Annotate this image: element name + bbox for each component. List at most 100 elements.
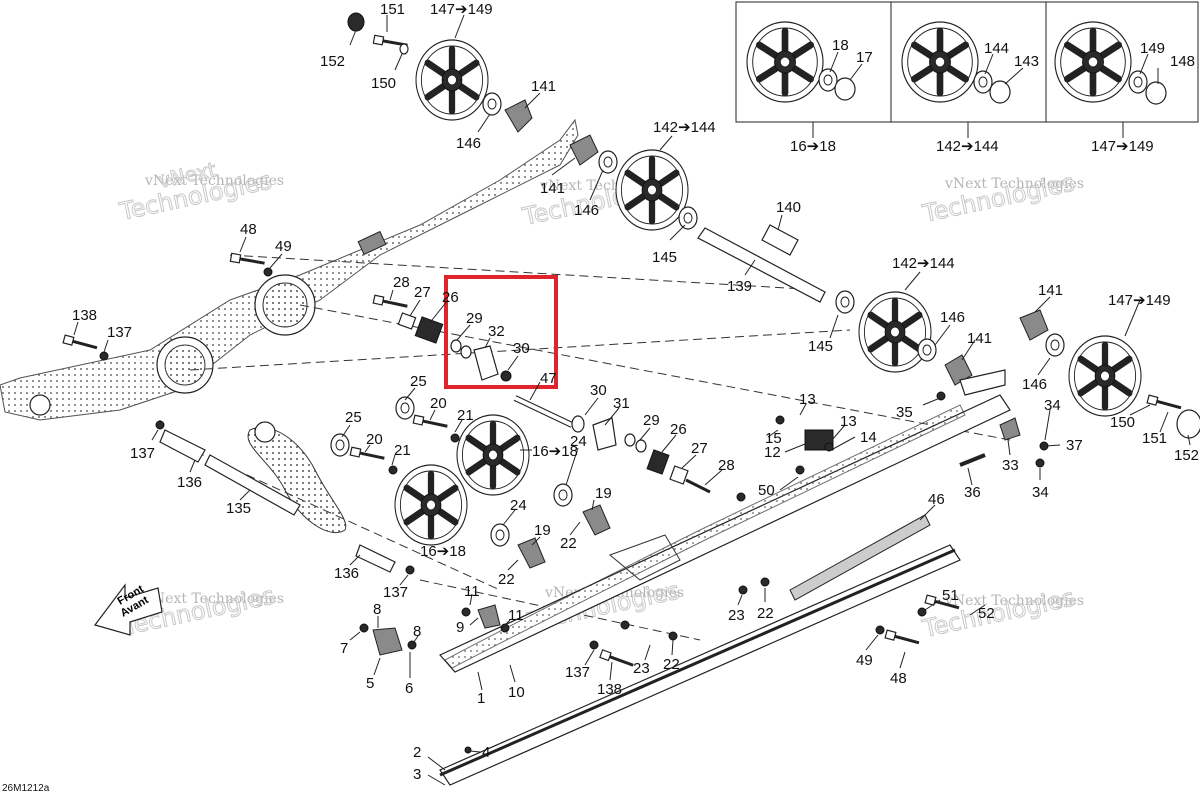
callout-label: 18 xyxy=(832,37,849,54)
slide-rails xyxy=(439,369,1021,786)
callout-label: 137 xyxy=(565,664,590,681)
callout-label: 3 xyxy=(413,766,421,783)
callout-label: 152 xyxy=(320,53,345,70)
leader-lines xyxy=(73,14,1191,786)
fastener-group-upper-left xyxy=(61,12,444,361)
rear-axle xyxy=(697,224,826,303)
callout-label: 150 xyxy=(371,75,396,92)
callout-label: 144 xyxy=(984,40,1009,57)
callout-label: 28 xyxy=(393,274,410,291)
callout-label: 25 xyxy=(410,373,427,390)
callout-label: 152 xyxy=(1174,447,1199,464)
callout-label: 30 xyxy=(590,382,607,399)
callout-label: 11 xyxy=(464,583,480,600)
callout-label: 19 xyxy=(534,522,551,539)
callout-label: 146 xyxy=(940,309,965,326)
inset-label: 142➔144 xyxy=(936,138,999,155)
callout-label: 20 xyxy=(366,431,383,448)
callout-label: 1 xyxy=(477,690,485,707)
callout-label: 29 xyxy=(643,412,660,429)
callout-label: 146 xyxy=(574,202,599,219)
callout-label: 142➔144 xyxy=(892,255,955,272)
inset-label: 16➔18 xyxy=(790,138,836,155)
callout-label: 2 xyxy=(413,744,421,761)
callout-label: 151 xyxy=(380,1,405,18)
callout-label: 139 xyxy=(727,278,752,295)
callout-label: 15 xyxy=(765,430,782,447)
callout-label: 37 xyxy=(1066,437,1083,454)
wheel-detail-inset: 18 17 144 143 149 148 16➔18 142➔144 147➔… xyxy=(735,1,1199,155)
callout-label: 145 xyxy=(652,249,677,266)
callout-label: 16➔18 xyxy=(532,443,578,460)
callout-label: 27 xyxy=(414,284,431,301)
callout-label: 6 xyxy=(405,680,413,697)
callout-label: 5 xyxy=(366,675,374,692)
watermark-text: vNext Technologies xyxy=(944,176,1084,192)
small-parts-lower xyxy=(359,393,1184,754)
callout-label: 23 xyxy=(728,607,745,624)
callout-label: 135 xyxy=(226,500,251,517)
watermark-text: vNext Technologies xyxy=(144,591,284,607)
callout-label: 147➔149 xyxy=(1108,292,1171,309)
upper-idler-wheels xyxy=(416,40,1200,439)
callout-label: 20 xyxy=(430,395,447,412)
callout-label: 17 xyxy=(856,49,873,66)
watermark-text: vNext Technologies xyxy=(944,593,1084,609)
rear-arm xyxy=(0,118,579,421)
highlight-box xyxy=(444,275,558,389)
diagram-code: 26M1212a xyxy=(2,783,50,793)
callout-label: 22 xyxy=(560,535,577,552)
callout-label: 19 xyxy=(595,485,612,502)
middle-idler-wheels xyxy=(330,396,611,569)
callout-label: 23 xyxy=(633,660,650,677)
callout-label: 137 xyxy=(383,584,408,601)
callout-label: 150 xyxy=(1110,414,1135,431)
callout-label: 13 xyxy=(840,413,857,430)
callout-label: 34 xyxy=(1032,484,1049,501)
callout-label: 21 xyxy=(457,407,474,424)
callout-label: 145 xyxy=(808,338,833,355)
callout-label: 36 xyxy=(964,484,981,501)
callout-label: 26 xyxy=(670,421,687,438)
callout-label: 16➔18 xyxy=(420,543,466,560)
callout-label: 140 xyxy=(776,199,801,216)
callout-label: 7 xyxy=(340,640,348,657)
callout-label: 9 xyxy=(456,619,464,636)
center-axle xyxy=(513,395,711,494)
callout-label: 33 xyxy=(1002,457,1019,474)
callout-label: 35 xyxy=(896,404,913,421)
callout-label: 147➔149 xyxy=(430,1,493,18)
watermark-group: vNext Technologies Technologies vNext vN… xyxy=(116,157,1084,644)
callout-label: 51 xyxy=(942,587,959,604)
callout-label: 146 xyxy=(1022,376,1047,393)
callout-label: 22 xyxy=(498,571,515,588)
callout-label: 137 xyxy=(107,324,132,341)
callout-label: 149 xyxy=(1140,40,1165,57)
callout-label: 22 xyxy=(663,656,680,673)
callout-label: 48 xyxy=(890,670,907,687)
callout-label: 12 xyxy=(764,444,781,461)
callout-label: 21 xyxy=(394,442,411,459)
callout-label: 141 xyxy=(967,330,992,347)
callout-label: 25 xyxy=(345,409,362,426)
callout-label: 136 xyxy=(177,474,202,491)
callout-label: 4 xyxy=(482,744,490,761)
callout-label: 141 xyxy=(531,78,556,95)
callout-label: 46 xyxy=(928,491,945,508)
callout-label: 49 xyxy=(856,652,873,669)
callout-label: 27 xyxy=(691,440,708,457)
inset-label: 147➔149 xyxy=(1091,138,1154,155)
callout-label: 24 xyxy=(570,433,587,450)
callout-label: 48 xyxy=(240,221,257,238)
watermark-text: vNext Technologies xyxy=(144,173,284,189)
callout-label: 50 xyxy=(758,482,775,499)
callout-label: 28 xyxy=(718,457,735,474)
callout-label: 142➔144 xyxy=(653,119,716,136)
callout-label: 146 xyxy=(456,135,481,152)
callout-label: 32 xyxy=(488,323,505,340)
callout-label: 49 xyxy=(275,238,292,255)
callout-label: 8 xyxy=(373,601,381,618)
callout-label: 30 xyxy=(513,340,530,357)
callout-label: 22 xyxy=(757,605,774,622)
